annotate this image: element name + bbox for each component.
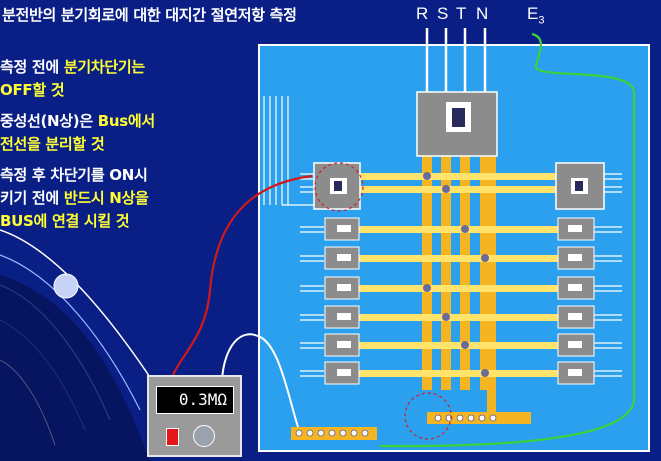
white-test-lead	[221, 333, 299, 428]
bus-tap-point	[442, 185, 450, 193]
terminal-screw	[306, 429, 314, 437]
branch-line-8	[350, 370, 560, 377]
bus-tap-point	[461, 225, 469, 233]
terminal-screw	[350, 429, 358, 437]
branch-line-7	[350, 342, 560, 349]
phase-label-r: R	[416, 4, 429, 23]
terminal-screw	[434, 414, 442, 422]
branch-line-1	[350, 173, 560, 180]
note-line: 측정 전에 분기차단기는	[0, 56, 145, 79]
bus-bar-r	[422, 150, 432, 390]
note-line: BUS에 연결 시킬 것	[0, 210, 149, 233]
branch-line-5	[350, 285, 560, 292]
breaker-handle	[337, 369, 351, 376]
bus-tap-point	[423, 172, 431, 180]
breaker-handle	[568, 284, 582, 291]
sphere-ornament	[53, 273, 79, 299]
bus-tap-point	[481, 254, 489, 262]
terminal-screw	[361, 429, 369, 437]
phase-label-s: S	[437, 4, 449, 23]
terminal-screw	[489, 414, 497, 422]
breaker-handle	[337, 313, 351, 320]
terminal-screw	[295, 429, 303, 437]
branch-line-6	[350, 314, 560, 321]
note-highlight: 전선을 분리할 것	[0, 135, 105, 153]
bus-tap-point	[442, 313, 450, 321]
breaker-handle-slot	[334, 181, 342, 191]
note-line: 중성선(N상)은 Bus에서	[0, 110, 155, 133]
main-breaker-handle-slot	[452, 108, 465, 127]
note-text: 측정 전에	[0, 58, 64, 76]
bus-tap-point	[423, 284, 431, 292]
bus-bar-n	[480, 150, 490, 390]
note-text: 키기 전에	[0, 189, 64, 207]
terminal-screw	[317, 429, 325, 437]
meter-dial-knob[interactable]	[193, 425, 215, 447]
note-highlight: 반드시 N상을	[63, 189, 149, 207]
terminal-screw	[328, 429, 336, 437]
terminal-screw	[339, 429, 347, 437]
earth-label: E3	[527, 4, 545, 27]
note-highlight: 분기차단기는	[63, 58, 145, 76]
breaker-handle	[568, 254, 582, 261]
terminal-screw	[456, 414, 464, 422]
note-text: 측정 후 차단기를 ON시	[0, 166, 148, 184]
earth-lead-e3	[379, 32, 636, 448]
breaker-handle	[568, 313, 582, 320]
note-line: OFF할 것	[0, 79, 145, 102]
breaker-handle	[568, 369, 582, 376]
note-line: 키기 전에 반드시 N상을	[0, 187, 149, 210]
instruction-note-1: 측정 전에 분기차단기는 OFF할 것	[0, 56, 145, 102]
focus-circle-breaker	[314, 162, 364, 212]
bus-tap-point	[481, 369, 489, 377]
bus-bar-s	[441, 150, 451, 390]
branch-line-3	[350, 226, 560, 233]
breaker-handle	[568, 341, 582, 348]
note-highlight: BUS에 연결 시킬 것	[0, 212, 130, 230]
phase-label-n: N	[476, 4, 489, 23]
red-test-lead	[170, 174, 313, 379]
breaker-handle	[337, 284, 351, 291]
meter-display: 0.3MΩ	[156, 386, 234, 414]
note-line: 전선을 분리할 것	[0, 133, 155, 156]
note-highlight: OFF할 것	[0, 81, 65, 99]
breaker-handle	[337, 225, 351, 232]
bus-bar-t	[460, 150, 470, 390]
note-line: 측정 후 차단기를 ON시	[0, 164, 149, 187]
breaker-handle-slot	[575, 181, 583, 191]
phase-label-t: T	[456, 4, 467, 23]
branch-line-4	[350, 255, 560, 262]
breaker-handle	[568, 225, 582, 232]
note-highlight: Bus에서	[97, 112, 155, 130]
breaker-handle	[337, 341, 351, 348]
branch-breaker-right-main	[555, 162, 605, 210]
note-text: 중성선(N상)은	[0, 112, 98, 130]
breaker-handle	[337, 254, 351, 261]
branch-line-2	[350, 186, 560, 193]
bus-tap-point	[461, 341, 469, 349]
terminal-screw	[467, 414, 475, 422]
page-title: 분전반의 분기회로에 대한 대지간 절연저항 측정	[2, 6, 297, 24]
neutral-bus-drop	[487, 150, 496, 412]
terminal-screw	[478, 414, 486, 422]
meter-power-switch[interactable]	[166, 428, 179, 446]
insulation-tester: 0.3MΩ	[147, 375, 242, 457]
focus-circle-neutral	[404, 392, 452, 440]
